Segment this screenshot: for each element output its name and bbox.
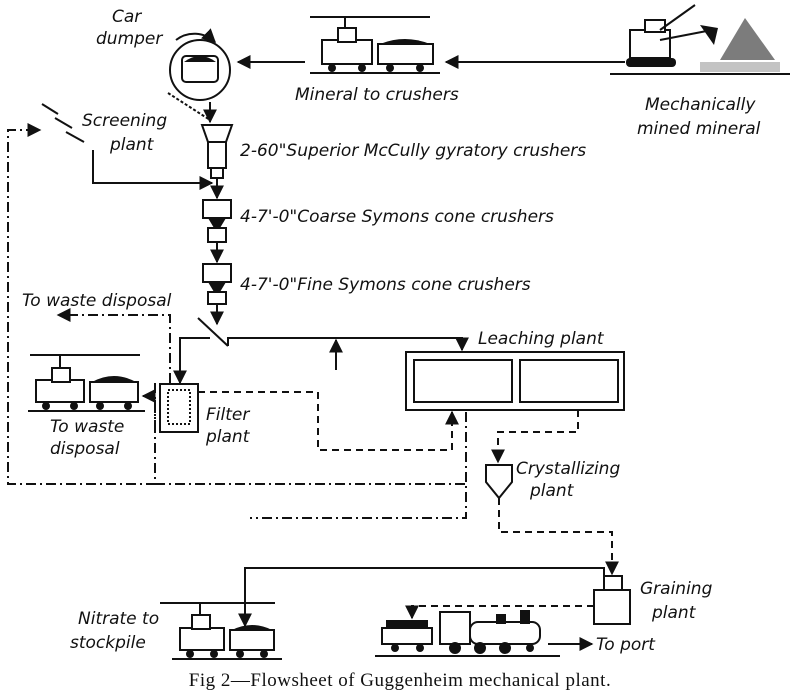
screen-chute	[197, 317, 229, 347]
to-waste-disposal-label: To waste disposal	[22, 291, 172, 311]
crystallizing-plant-unit	[485, 464, 513, 500]
car-dumper	[167, 28, 231, 121]
waste-disposal-car-label-1: To waste	[50, 417, 124, 437]
screening-plant	[41, 103, 85, 143]
graining-plant-label-2: plant	[651, 603, 697, 623]
figure-caption: Fig 2—Flowsheet of Guggenheim mechanical…	[189, 670, 611, 691]
waste-disposal-car-label-2: disposal	[50, 439, 120, 459]
mechanically-mined-label-2: mined mineral	[637, 119, 761, 139]
leaching-plant-label: Leaching plant	[478, 329, 605, 349]
port-locomotive	[375, 610, 560, 657]
filter-plant-label-2: plant	[205, 427, 251, 447]
mineral-train-top	[310, 16, 440, 74]
gyratory-crusher	[200, 124, 234, 179]
car-dumper-label-2: dumper	[96, 29, 163, 49]
filter-plant-label-1: Filter	[206, 405, 250, 425]
graining-plant-unit	[593, 575, 631, 625]
graining-plant-label-1: Graining	[640, 579, 713, 599]
mechanically-mined-label-1: Mechanically	[645, 95, 756, 115]
flow-lines	[7, 55, 625, 651]
waste-disposal-train	[28, 354, 145, 412]
to-port-label: To port	[596, 635, 656, 655]
coarse-cone-crusher	[202, 199, 232, 243]
screening-plant-label-2: plant	[109, 135, 155, 155]
fine-cone-crushers-label: 4-7'-0"Fine Symons cone crushers	[240, 275, 531, 295]
nitrate-stockpile-label-2: stockpile	[70, 633, 146, 653]
mineral-to-crushers-label: Mineral to crushers	[295, 85, 459, 105]
car-dumper-label-1: Car	[112, 7, 142, 27]
nitrate-stockpile-label-1: Nitrate to	[78, 609, 159, 629]
screening-plant-label-1: Screening	[82, 111, 167, 131]
fine-cone-crusher	[202, 263, 232, 305]
mechanical-shovel	[610, 4, 790, 75]
labels: Car dumper Mineral to crushers Mechanica…	[22, 7, 761, 691]
gyratory-crushers-label: 2-60"Superior McCully gyratory crushers	[240, 141, 586, 161]
leaching-plant-unit	[405, 351, 625, 411]
stockpile-train	[160, 602, 282, 660]
crystallizing-plant-label-2: plant	[529, 481, 575, 501]
crystallizing-plant-label-1: Crystallizing	[516, 459, 620, 479]
filter-plant-unit	[159, 383, 199, 433]
coarse-cone-crushers-label: 4-7'-0"Coarse Symons cone crushers	[240, 207, 554, 227]
